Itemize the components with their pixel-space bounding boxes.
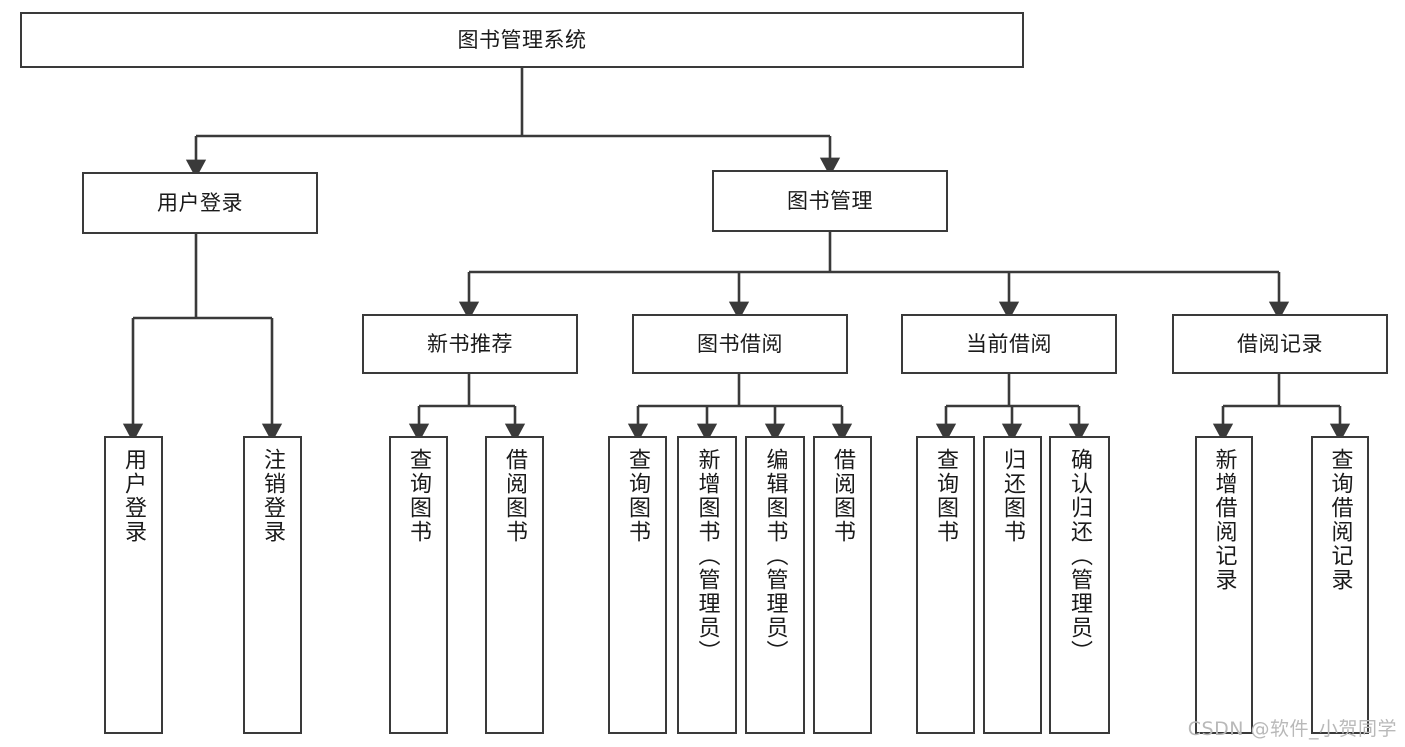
leaf-borrow-book-1-label: 借阅图书 <box>502 448 528 544</box>
node-user-login-label: 用户登录 <box>157 190 243 215</box>
node-book-borrow[interactable]: 图书借阅 <box>632 314 848 374</box>
leaf-query-borrow-record[interactable]: 查询借阅记录 <box>1311 436 1369 734</box>
node-new-book-recommend-label: 新书推荐 <box>427 331 513 356</box>
leaf-query-book-3-label: 查询图书 <box>933 448 959 544</box>
leaf-add-book-admin-label: 新增图书（管理员） <box>694 448 720 664</box>
leaf-add-borrow-record[interactable]: 新增借阅记录 <box>1195 436 1253 734</box>
node-root[interactable]: 图书管理系统 <box>20 12 1024 68</box>
leaf-add-borrow-record-label: 新增借阅记录 <box>1211 448 1237 592</box>
node-book-manage[interactable]: 图书管理 <box>712 170 948 232</box>
leaf-borrow-book-1[interactable]: 借阅图书 <box>485 436 544 734</box>
leaf-edit-book-admin-label: 编辑图书（管理员） <box>762 448 788 664</box>
node-borrow-record[interactable]: 借阅记录 <box>1172 314 1388 374</box>
node-book-borrow-label: 图书借阅 <box>697 331 783 356</box>
node-borrow-record-label: 借阅记录 <box>1237 331 1323 356</box>
node-new-book-recommend[interactable]: 新书推荐 <box>362 314 578 374</box>
leaf-query-book-1[interactable]: 查询图书 <box>389 436 448 734</box>
leaf-logout-login[interactable]: 注销登录 <box>243 436 302 734</box>
leaf-add-book-admin[interactable]: 新增图书（管理员） <box>677 436 737 734</box>
node-user-login[interactable]: 用户登录 <box>82 172 318 234</box>
leaf-user-login-label: 用户登录 <box>121 448 147 544</box>
leaf-query-book-2-label: 查询图书 <box>625 448 651 544</box>
csdn-watermark: CSDN @软件_小贺同学 <box>1187 718 1397 740</box>
leaf-borrow-book-2-label: 借阅图书 <box>830 448 856 544</box>
leaf-confirm-return-admin-label: 确认归还（管理员） <box>1067 448 1093 664</box>
node-current-borrow-label: 当前借阅 <box>966 331 1052 356</box>
node-current-borrow[interactable]: 当前借阅 <box>901 314 1117 374</box>
leaf-return-book[interactable]: 归还图书 <box>983 436 1042 734</box>
leaf-query-book-1-label: 查询图书 <box>406 448 432 544</box>
leaf-borrow-book-2[interactable]: 借阅图书 <box>813 436 872 734</box>
leaf-query-book-3[interactable]: 查询图书 <box>916 436 975 734</box>
leaf-edit-book-admin[interactable]: 编辑图书（管理员） <box>745 436 805 734</box>
leaf-return-book-label: 归还图书 <box>1000 448 1026 544</box>
node-root-label: 图书管理系统 <box>457 27 587 52</box>
leaf-query-book-2[interactable]: 查询图书 <box>608 436 667 734</box>
leaf-query-borrow-record-label: 查询借阅记录 <box>1327 448 1353 592</box>
leaf-user-login[interactable]: 用户登录 <box>104 436 163 734</box>
leaf-confirm-return-admin[interactable]: 确认归还（管理员） <box>1049 436 1110 734</box>
node-book-manage-label: 图书管理 <box>787 188 873 213</box>
leaf-logout-login-label: 注销登录 <box>260 448 286 544</box>
